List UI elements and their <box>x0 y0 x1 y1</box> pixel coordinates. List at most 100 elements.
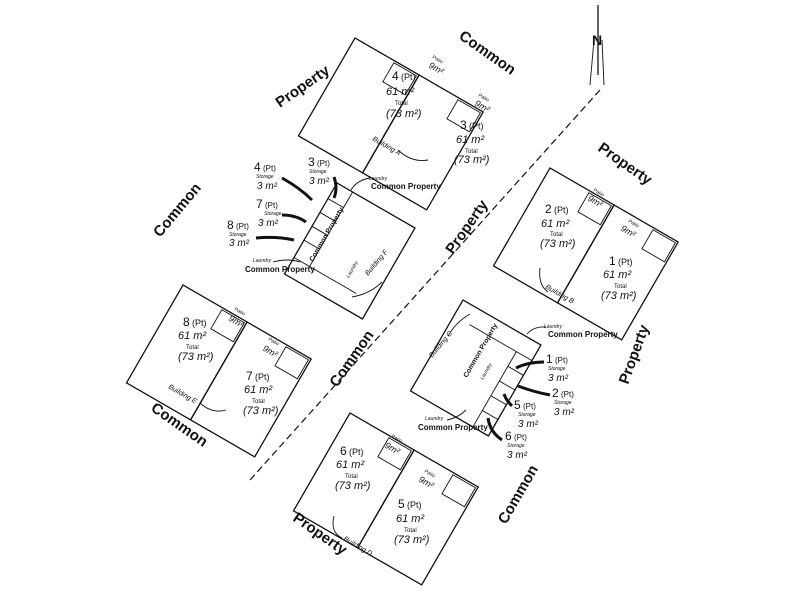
building-e-leader <box>199 402 227 412</box>
unit-area: 61 m² <box>603 269 631 281</box>
storage-area: 3 m² <box>309 176 330 187</box>
storage-pointer <box>517 384 551 397</box>
patio-3-box <box>446 99 482 133</box>
building-d <box>292 412 480 586</box>
storage-pt: (Pt) <box>514 433 527 442</box>
unit-2: 2 (Pt) 61 m² Total (73 m²) Patio 9m² <box>540 188 605 250</box>
storage-pt: (Pt) <box>263 164 276 173</box>
common-label-top: Common Property <box>548 330 618 339</box>
building-f-label: Building F <box>364 248 390 277</box>
storage-6: 6 (Pt) Storage 3 m² <box>486 417 528 461</box>
storage-area: 3 m² <box>548 373 569 384</box>
unit-total: (73 m²) <box>178 351 214 363</box>
unit-area: 61 m² <box>244 384 272 396</box>
building-e-label: Building E <box>167 384 198 406</box>
storage-label: Storage <box>554 400 572 406</box>
patio-label: Patio <box>431 55 444 66</box>
building-f-common: Common Property <box>309 207 346 263</box>
building-f-outline <box>283 182 416 320</box>
unit-total-label: Total <box>186 345 199 351</box>
unit-pt: (Pt) <box>349 447 364 457</box>
patio-8-box <box>210 309 245 343</box>
storage-label: Storage <box>264 211 282 217</box>
unit-7-outline <box>189 321 313 458</box>
storage-area: 3 m² <box>258 218 279 229</box>
building-a <box>297 37 485 211</box>
unit-6: 6 (Pt) 61 m² Total (73 m²) Patio 9m² <box>335 434 403 492</box>
unit-area: 61 m² <box>386 86 414 98</box>
label-property: Property <box>442 196 492 257</box>
unit-4: 4 (Pt) 61 m² Total (73 m²) Patio 9m² <box>386 55 446 120</box>
building-c-label: Building C <box>428 330 454 360</box>
unit-pt: (Pt) <box>401 72 416 82</box>
label-common: Common <box>456 27 519 78</box>
building-c-outline <box>409 299 542 437</box>
label-property: Property <box>616 322 653 386</box>
storage-area: 3 m² <box>229 238 250 249</box>
building-a-leader <box>397 149 429 161</box>
unit-total-label: Total <box>252 399 265 405</box>
storage-pt: (Pt) <box>561 390 574 399</box>
patio-7-box <box>274 346 310 380</box>
storage-4: 4 (Pt) Storage 3 m² <box>254 160 314 202</box>
unit-3-outline <box>361 74 485 211</box>
storage-pointer <box>332 176 338 199</box>
storage-1: 1 (Pt) Storage 3 m² <box>515 352 569 384</box>
leader-line <box>526 326 547 335</box>
unit-total-label: Total <box>465 149 478 155</box>
unit-total: (73 m²) <box>394 534 430 546</box>
storage-number: 6 <box>505 429 512 443</box>
building-c <box>409 299 542 437</box>
label-common: Common <box>150 180 205 241</box>
unit-number: 5 <box>398 497 405 511</box>
building-b-leader <box>539 267 549 293</box>
leader-line <box>446 409 467 421</box>
patio-area: 9m² <box>427 60 446 77</box>
storage-2: 2 (Pt) Storage 3 m² <box>517 384 575 418</box>
leader-line <box>350 177 371 191</box>
storage-pt: (Pt) <box>523 402 536 411</box>
storage-label: Storage <box>309 169 327 175</box>
unit-1: 1 (Pt) 61 m² Total (73 m²) Patio 9m² <box>601 219 640 302</box>
storage-number: 7 <box>256 197 263 211</box>
storage-pointer <box>486 417 503 442</box>
storage-pt: (Pt) <box>236 222 249 231</box>
laundry-label-top: Laundry <box>544 324 563 330</box>
unit-total-label: Total <box>395 101 408 107</box>
storage-label: Storage <box>229 232 247 238</box>
unit-number: 3 <box>460 118 467 132</box>
storage-pointer <box>281 176 314 202</box>
unit-number: 7 <box>246 369 253 383</box>
unit-7: 7 (Pt) 61 m² Total (73 m²) Patio 9m² <box>243 337 280 417</box>
common-label-top: Common Property <box>371 182 441 191</box>
storage-area: 3 m² <box>554 407 575 418</box>
storage-pt: (Pt) <box>555 356 568 365</box>
label-property: Property <box>595 139 656 189</box>
unit-8: 8 (Pt) 61 m² Total (73 m²) Patio 9m² <box>178 307 246 363</box>
unit-number: 4 <box>392 69 399 83</box>
building-a-label: Building A <box>371 136 402 158</box>
patio-label: Patio <box>592 188 605 199</box>
patio-label: Patio <box>267 337 280 348</box>
storage-pointer <box>502 393 514 408</box>
laundry-label-top: Laundry <box>369 176 388 182</box>
north-arrow: N <box>589 5 605 86</box>
storage-pt: (Pt) <box>265 201 278 210</box>
unit-total-label: Total <box>550 232 563 238</box>
storage-5: 5 (Pt) Storage 3 m² <box>502 393 539 430</box>
unit-area: 61 m² <box>456 134 484 146</box>
storage-label: Storage <box>507 443 525 449</box>
unit-total-label: Total <box>345 474 358 480</box>
building-e <box>125 284 313 458</box>
unit-pt: (Pt) <box>469 121 484 131</box>
storage-pt: (Pt) <box>317 159 330 168</box>
leader-line <box>272 259 301 263</box>
unit-total: (73 m²) <box>243 405 279 417</box>
patio-6-box <box>377 437 412 471</box>
patio-5-box <box>441 474 477 508</box>
unit-pt: (Pt) <box>618 257 633 267</box>
unit-total: (73 m²) <box>540 238 576 250</box>
storage-number: 4 <box>254 160 261 174</box>
label-common: Common <box>326 327 377 390</box>
